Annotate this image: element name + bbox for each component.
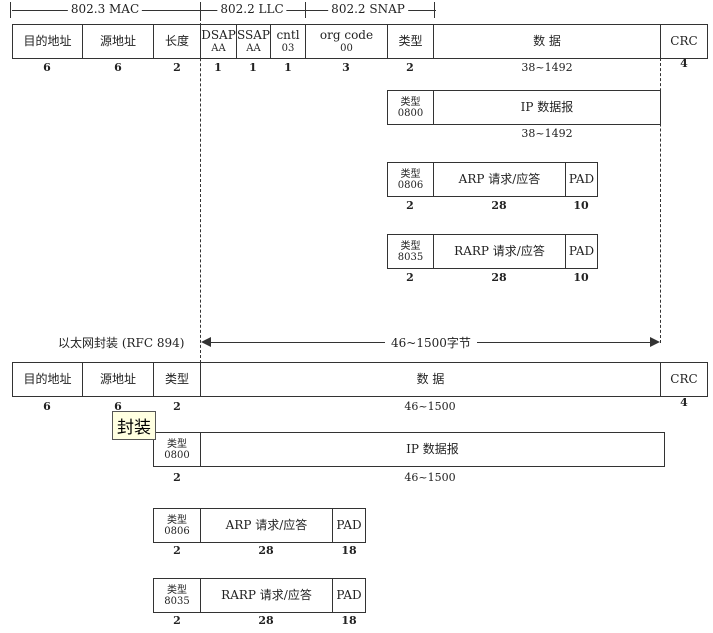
- ssap-value: AA: [246, 42, 261, 54]
- type-label: 类型: [400, 96, 421, 108]
- arrow-right-icon: [650, 337, 660, 347]
- snap-label: 802.2 SNAP: [328, 2, 408, 16]
- field-data: 数 据: [433, 24, 661, 59]
- dashed-guide: [660, 58, 661, 343]
- size: 28: [258, 614, 274, 627]
- field-dest: 目的地址: [12, 24, 83, 59]
- size: 6: [114, 400, 122, 413]
- cntl-value: 03: [281, 42, 295, 54]
- size: 1: [214, 61, 222, 74]
- dashed-guide: [200, 18, 201, 363]
- type-label: 类型: [167, 584, 187, 596]
- ethernet-title: 以太网封装 (RFC 894): [58, 336, 185, 350]
- size: 2: [173, 471, 181, 484]
- size: 6: [114, 61, 122, 74]
- size: 6: [43, 400, 51, 413]
- field-length: 长度: [153, 24, 201, 59]
- pad: PAD: [565, 162, 598, 197]
- pad: PAD: [332, 578, 366, 613]
- rarp-request-reply: RARP 请求/应答: [200, 578, 333, 613]
- arrow-left-icon: [201, 337, 211, 347]
- dsap-value: AA: [211, 42, 226, 54]
- field-data: 数 据: [200, 362, 661, 397]
- size: 28: [258, 544, 274, 557]
- size: 2: [406, 61, 414, 74]
- size: 1: [249, 61, 257, 74]
- size: 3: [342, 61, 350, 74]
- size: 10: [573, 199, 589, 212]
- size: 46~1500: [404, 471, 456, 484]
- size: 4: [680, 57, 688, 70]
- type-code: 8035: [397, 251, 424, 263]
- header-tick: [10, 2, 11, 18]
- type-code: 8035: [164, 595, 190, 607]
- field-crc: CRC: [660, 362, 708, 397]
- dsap-label: DSAP: [201, 28, 236, 43]
- rarp-request-reply: RARP 请求/应答: [433, 234, 566, 269]
- ip-datagram: IP 数据报: [433, 90, 661, 125]
- size: 38~1492: [521, 61, 573, 74]
- tooltip: 封装: [112, 411, 156, 440]
- size: 6: [43, 61, 51, 74]
- header-tick: [305, 2, 306, 18]
- size: 2: [406, 271, 414, 284]
- type-code: 0800: [164, 449, 190, 461]
- arp-request-reply: ARP 请求/应答: [200, 508, 333, 543]
- size: 10: [573, 271, 589, 284]
- field-type: 类型: [387, 24, 434, 59]
- type-code: 0806: [397, 179, 424, 191]
- cntl-label: cntl: [276, 28, 300, 43]
- header-tick: [200, 2, 201, 18]
- type-label: 类型: [167, 514, 187, 526]
- type-label: 类型: [400, 240, 421, 252]
- pad: PAD: [332, 508, 366, 543]
- span-label: 46~1500字节: [385, 334, 477, 351]
- pad: PAD: [565, 234, 598, 269]
- ssap-label: SSAP: [237, 28, 270, 43]
- size: 4: [680, 396, 688, 409]
- size: 2: [173, 61, 181, 74]
- field-crc: CRC: [660, 24, 708, 59]
- field-type: 类型: [153, 362, 201, 397]
- size: 2: [406, 199, 414, 212]
- size: 1: [284, 61, 292, 74]
- type-code: 0800: [397, 107, 424, 119]
- size: 38~1492: [521, 127, 573, 140]
- header-tick: [434, 2, 435, 18]
- field-dest: 目的地址: [12, 362, 83, 397]
- arp-request-reply: ARP 请求/应答: [433, 162, 566, 197]
- field-src: 源地址: [82, 362, 154, 397]
- type-label: 类型: [167, 438, 187, 450]
- size: 18: [341, 614, 357, 627]
- size: 2: [173, 400, 181, 413]
- type-code: 0806: [164, 525, 190, 537]
- size: 18: [341, 544, 357, 557]
- mac-label: 802.3 MAC: [67, 2, 143, 16]
- org-code-label: org code: [319, 28, 374, 43]
- size: 28: [491, 271, 507, 284]
- size: 28: [491, 199, 507, 212]
- ip-datagram: IP 数据报: [200, 432, 665, 467]
- size: 2: [173, 614, 181, 627]
- org-code-value: 00: [340, 42, 353, 54]
- size: 2: [173, 544, 181, 557]
- type-label: 类型: [400, 168, 421, 180]
- size: 46~1500: [404, 400, 456, 413]
- llc-label: 802.2 LLC: [217, 2, 287, 16]
- field-src: 源地址: [82, 24, 154, 59]
